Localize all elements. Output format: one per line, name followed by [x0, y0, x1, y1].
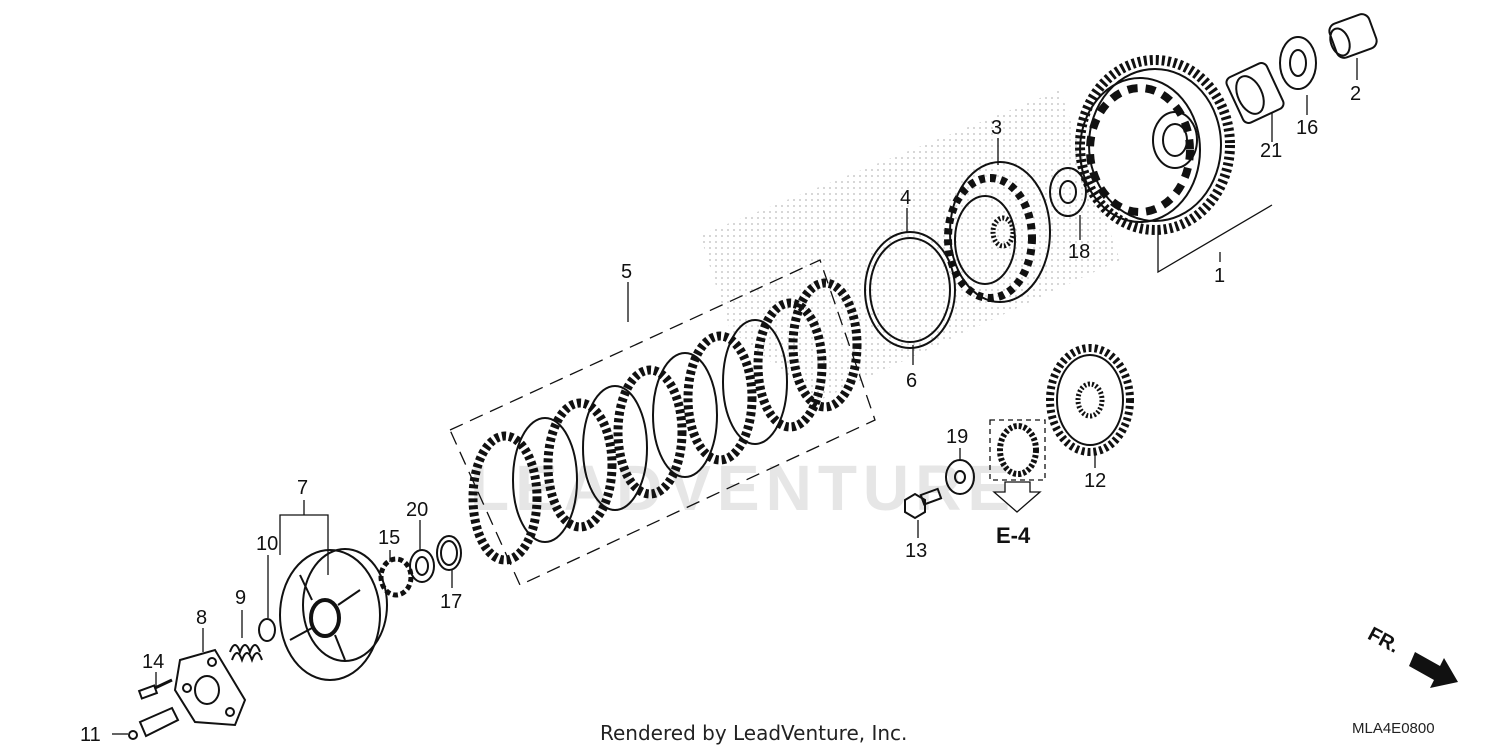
callout-6: 6	[906, 370, 917, 392]
part-21-needle-bearing[interactable]	[1224, 61, 1285, 125]
part-18-washer[interactable]	[1049, 167, 1087, 217]
part-17-washer[interactable]	[436, 535, 462, 571]
part-8-lifter-plate[interactable]	[173, 648, 247, 727]
callout-11: 11	[80, 724, 101, 746]
shading-band	[700, 90, 1120, 400]
leader-lines	[112, 58, 1358, 735]
part-14-bolt[interactable]	[137, 678, 173, 700]
callout-12: 12	[1084, 470, 1106, 492]
part-7-pressure-plate[interactable]	[279, 548, 388, 681]
callout-9: 9	[235, 587, 246, 609]
callout-1: 1	[1214, 265, 1225, 287]
front-direction-indicator: FR.	[1364, 623, 1458, 688]
diagram-code: MLA4E0800	[1352, 720, 1435, 737]
callout-8: 8	[196, 607, 207, 629]
part-11-lifter-rod[interactable]	[128, 706, 180, 740]
callout-13: 13	[905, 540, 927, 562]
callout-5: 5	[621, 261, 632, 283]
callout-19: 19	[946, 426, 968, 448]
part-5-clutch-plates[interactable]	[468, 278, 862, 565]
part-13-bolt[interactable]	[904, 487, 943, 520]
part-9-spring[interactable]	[229, 644, 263, 663]
callout-10: 10	[256, 533, 278, 555]
part-12-gear[interactable]	[1046, 344, 1134, 456]
callout-14: 14	[142, 651, 164, 673]
callout-7: 7	[297, 477, 308, 499]
callout-3: 3	[991, 117, 1002, 139]
footer-credit: Rendered by LeadVenture, Inc.	[600, 721, 907, 745]
front-arrow-icon	[1409, 652, 1458, 688]
reference-label[interactable]: E-4	[996, 523, 1031, 548]
callout-17: 17	[440, 591, 462, 613]
part-20-washer[interactable]	[409, 549, 435, 583]
part-2-collar[interactable]	[1327, 12, 1379, 60]
part-10-o-ring[interactable]	[258, 618, 276, 642]
plate-group-bracket	[449, 259, 876, 586]
part-4-ring[interactable]	[864, 231, 956, 349]
callout-16: 16	[1296, 117, 1318, 139]
front-label: FR.	[1364, 623, 1403, 658]
e4-reference-box[interactable]	[989, 419, 1046, 513]
part-1-clutch-outer[interactable]	[1075, 55, 1235, 235]
reference-arrow-icon	[992, 481, 1042, 513]
part-3-clutch-center[interactable]	[944, 161, 1051, 303]
callout-20: 20	[406, 499, 428, 521]
callout-18: 18	[1068, 241, 1090, 263]
watermark: LEADVENTURE	[470, 452, 1016, 524]
part-16-thrust-washer[interactable]	[1279, 36, 1317, 90]
callout-2: 2	[1350, 83, 1361, 105]
callout-21: 21	[1260, 140, 1282, 162]
callout-4: 4	[900, 187, 911, 209]
callout-15: 15	[378, 527, 400, 549]
